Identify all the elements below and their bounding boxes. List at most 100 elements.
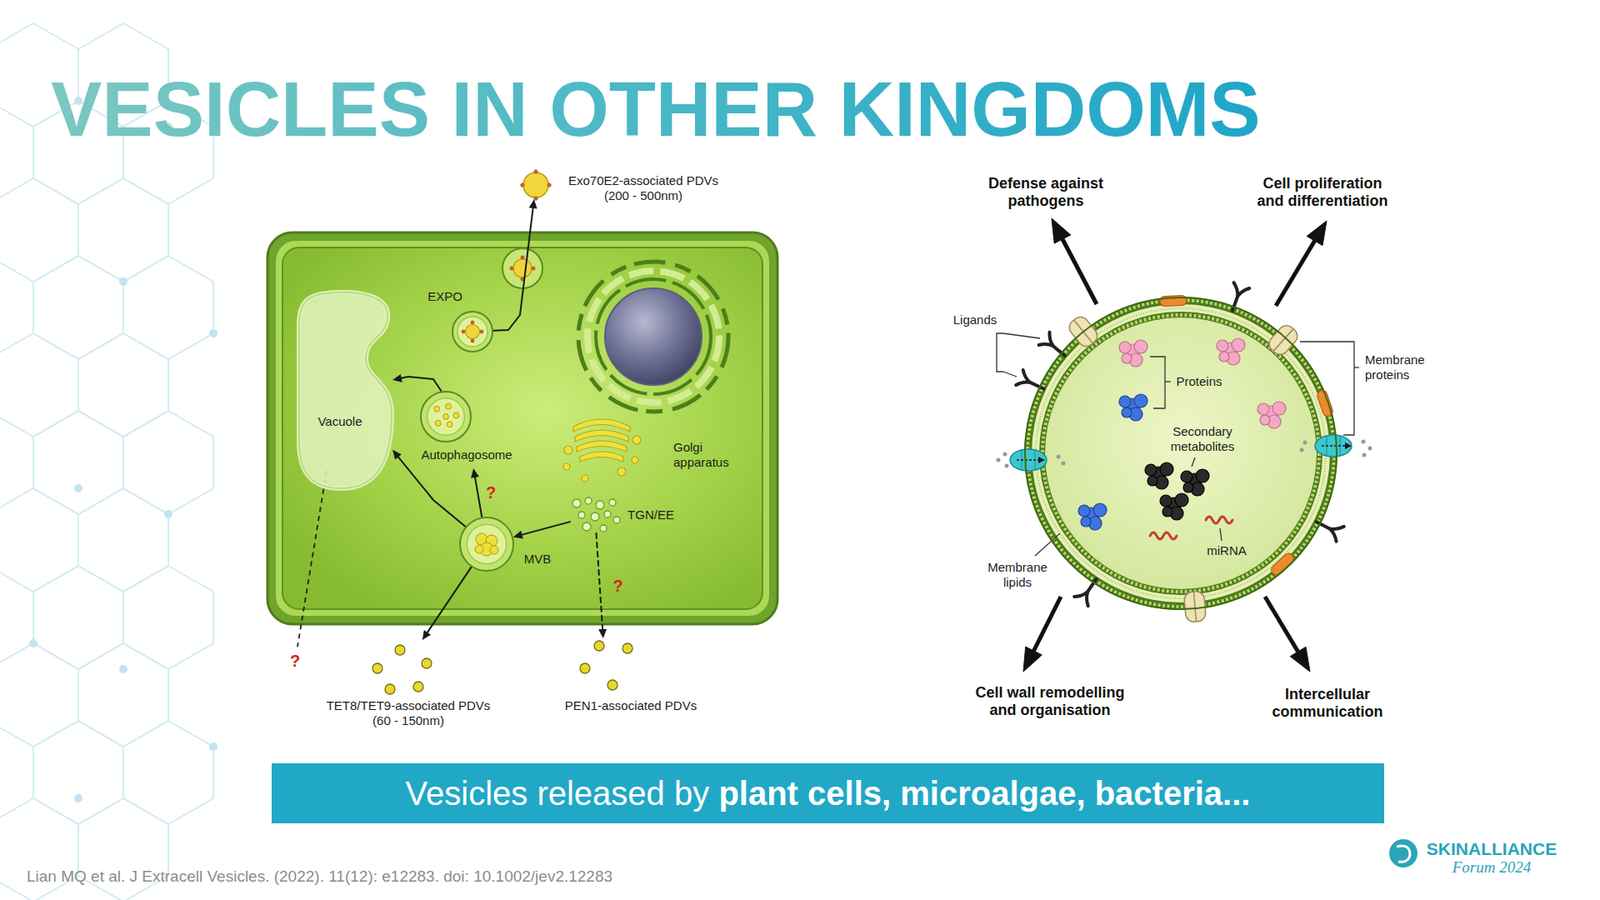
vesicle-dot: [607, 680, 618, 690]
compartment-lumen: [466, 524, 507, 565]
fused-expo: [502, 248, 543, 289]
citation: Lian MQ et al. J Extracell Vesicles. (20…: [26, 867, 613, 887]
flow-arrow: [422, 566, 472, 640]
nucleus-er: [587, 270, 720, 403]
vesicle-membrane: [1039, 311, 1323, 595]
vesicle-dot: [595, 500, 605, 510]
ligand: [1039, 332, 1070, 363]
cargo-dot: [446, 421, 453, 428]
hexagon-pattern: [0, 643, 79, 747]
leader-line: [1191, 457, 1195, 467]
tet8-pdvs-shape: [370, 640, 436, 697]
hexagon-pattern: [78, 643, 169, 747]
arrow-line: [522, 521, 571, 535]
vacuole-shape: [295, 290, 393, 490]
hexagon-pattern: [74, 484, 83, 493]
vesicle-dot: [594, 640, 605, 651]
hexagon-pattern: [119, 665, 128, 674]
protein-blob: [1160, 493, 1189, 520]
multivesicular-body: MVB: [459, 516, 515, 572]
hexagon-pattern: [123, 720, 214, 825]
autophagosome: Autophagosome: [416, 390, 517, 469]
vesicle-membrane: [1024, 296, 1338, 610]
vacuole: Vacuole: [295, 290, 393, 490]
vesicle-dot: [372, 663, 383, 674]
node-text: Exo70E2-associated PDVs (200 - 500nm): [564, 173, 723, 204]
arrow-head: [598, 629, 607, 639]
compartment-lumen: [457, 316, 488, 347]
compartment-membrane: [452, 311, 493, 352]
golgi-apparatus: [576, 440, 627, 452]
logo-icon: [1389, 839, 1418, 868]
compartment-membrane: [460, 517, 514, 571]
question-mark: ?: [485, 482, 496, 503]
fused-expo: [502, 248, 543, 289]
function-arrow: [1023, 218, 1327, 672]
vesicle-spike: [480, 330, 485, 335]
slide-title: VESICLES IN OTHER KINGDOMS: [50, 67, 1261, 152]
function-arrow: [1051, 218, 1071, 244]
vesicle-dot: [395, 645, 405, 655]
multivesicular-body-shape: [459, 516, 515, 572]
arrow-line: [427, 566, 472, 633]
hexagon-pattern: [0, 23, 218, 900]
cargo-dot: [435, 420, 441, 426]
membrane-protein: [1065, 313, 1301, 623]
vesicle-dot: [582, 522, 591, 531]
fused-expo: [513, 259, 532, 278]
tet8-pdvs: TET8/TET9-associated PDVs (60 - 150nm): [370, 640, 436, 697]
exo70e2-vesicle: Exo70E2-associated PDVs (200 - 500nm): [521, 170, 550, 200]
node-text: TGN/EE: [627, 507, 675, 523]
membrane-protein: [1273, 329, 1294, 352]
tgn-vesicles: TGN/EE: [570, 496, 620, 534]
hexagon-pattern: [74, 794, 83, 803]
channel-protein: [1016, 459, 1040, 461]
part-label: Membrane lipids: [985, 560, 1050, 590]
pen1-pdvs-shape: [575, 638, 635, 694]
nucleus-er: [578, 261, 729, 412]
leader-line: [1165, 380, 1171, 382]
compartment-lumen: [427, 398, 465, 436]
hexagon-pattern: [123, 565, 214, 670]
vesicle-dot: [604, 510, 611, 518]
membrane-protein: [1265, 322, 1301, 359]
plant-cell-wall: [282, 247, 763, 610]
function-arrow: [1275, 240, 1315, 306]
function-label: Defense against pathogens: [975, 175, 1117, 210]
vesicle-membrane: [1042, 315, 1320, 592]
function-arrow: [1034, 596, 1062, 651]
hexagon-pattern: [33, 720, 124, 825]
channel-protein: [1010, 449, 1047, 471]
protein-blob: [1216, 338, 1245, 365]
arrow-line: [475, 477, 482, 518]
hexagon-pattern: [119, 277, 128, 286]
part-label: Golgi apparatus: [673, 440, 742, 470]
golgi-apparatus: [564, 445, 573, 455]
vesicle-dot: [578, 511, 585, 519]
node-text: EXPO: [427, 289, 463, 305]
summary-band: Vesicles released byplant cells, microal…: [271, 763, 1385, 824]
function-label: Cell wall remodelling and organisation: [970, 684, 1130, 719]
golgi-apparatus: [563, 419, 641, 482]
membrane-protein: [1183, 590, 1206, 623]
hexagon-pattern: [164, 510, 173, 519]
leader-line: [1220, 528, 1222, 541]
mirna: [1150, 516, 1233, 540]
function-label: Intercellular communication: [1265, 685, 1390, 720]
vesicle-dot: [385, 684, 395, 695]
golgi-apparatus: [575, 430, 629, 442]
arrow-line: [493, 208, 534, 331]
vesicle-dot: [585, 497, 592, 505]
channel-protein: [1303, 440, 1308, 445]
hexagon-pattern: [123, 255, 214, 360]
hexagon-pattern: [33, 410, 124, 515]
vesicle-membrane: [1031, 304, 1330, 603]
vesicle-spike: [470, 320, 475, 325]
intraluminal-vesicle: [475, 545, 484, 554]
leader-line: [1354, 366, 1360, 368]
channel-protein: [1368, 446, 1373, 451]
vesicle-dot: [613, 516, 620, 524]
node-text: TET8/TET9-associated PDVs (60 - 150nm): [323, 698, 495, 729]
leader-line: [1003, 371, 1017, 377]
